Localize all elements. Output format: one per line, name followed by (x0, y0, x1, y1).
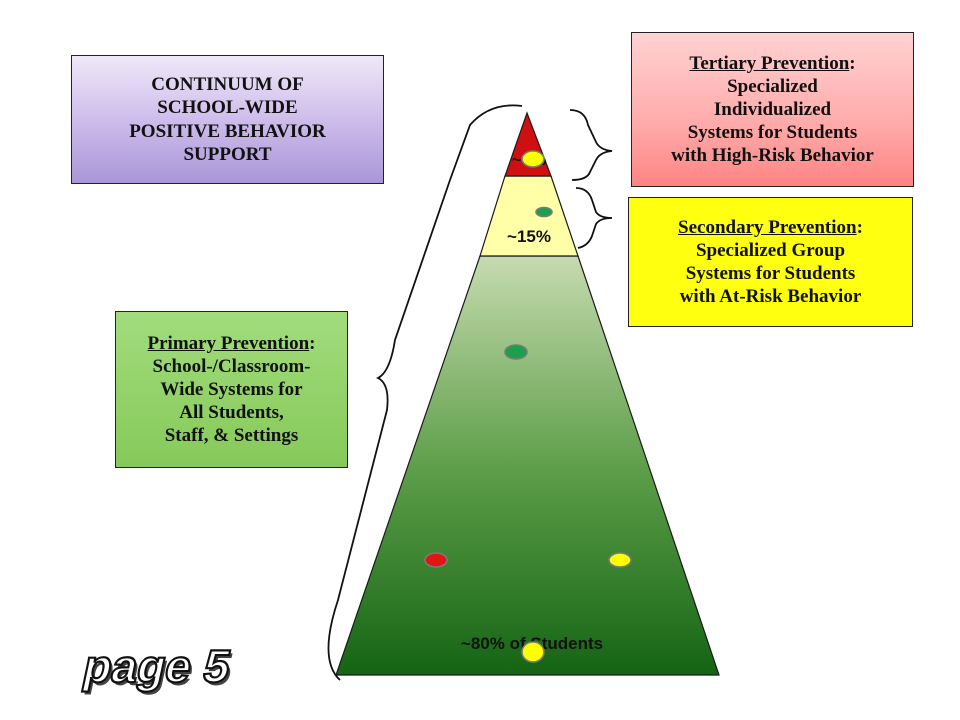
tertiary-line-1: Specialized (727, 75, 818, 97)
red-dot (424, 552, 448, 568)
primary-line-2: Wide Systems for (160, 378, 303, 400)
primary-brace (327, 104, 523, 681)
green-dot (504, 344, 528, 360)
pyramid-label-middle: ~15% (507, 227, 551, 246)
primary-line-1: School-/Classroom- (152, 355, 311, 377)
secondary-line-3: with At-Risk Behavior (679, 286, 862, 308)
secondary-line-2: Systems for Students (685, 263, 856, 284)
primary-line-3: All Students, (179, 402, 284, 424)
continuum-line-2: SCHOOL-WIDE (157, 97, 298, 119)
continuum-line-1: CONTINUUM OF (151, 74, 304, 96)
secondary-line-1: Specialized Group (695, 239, 846, 261)
primary-title: Primary Prevention (147, 332, 310, 354)
page-label-shadow: page 5 (81, 643, 238, 694)
yellow-dot-top (521, 150, 545, 168)
secondary-prevention-box: Secondary Prevention: Specialized Group … (628, 197, 913, 327)
primary-line-4: Staff, & Settings (164, 425, 299, 447)
yellow-dot-right (608, 552, 632, 568)
yellow-dot-bottom (521, 641, 545, 663)
secondary-title: Secondary Prevention (678, 216, 857, 238)
pyramid-primary-section (335, 255, 720, 676)
green-dot-small (535, 206, 553, 218)
tertiary-title: Tertiary Prevention (689, 52, 850, 74)
tertiary-line-4: with High-Risk Behavior (671, 145, 874, 167)
continuum-title-box: CONTINUUM OF SCHOOL-WIDE POSITIVE BEHAVI… (71, 55, 384, 184)
page-number-label: page 5 page 5 (78, 639, 238, 695)
primary-prevention-box: Primary Prevention: School-/Classroom- W… (115, 311, 348, 468)
continuum-line-4: SUPPORT (183, 143, 272, 165)
tertiary-line-2: Individualized (713, 98, 832, 120)
secondary-brace (575, 187, 613, 249)
page-label: page 5 (79, 640, 236, 691)
tertiary-brace (569, 109, 613, 181)
continuum-line-3: POSITIVE BEHAVIOR (129, 120, 326, 142)
tertiary-line-3: Systems for Students (687, 122, 858, 144)
tertiary-prevention-box: Tertiary Prevention: Specialized Individ… (631, 32, 914, 187)
